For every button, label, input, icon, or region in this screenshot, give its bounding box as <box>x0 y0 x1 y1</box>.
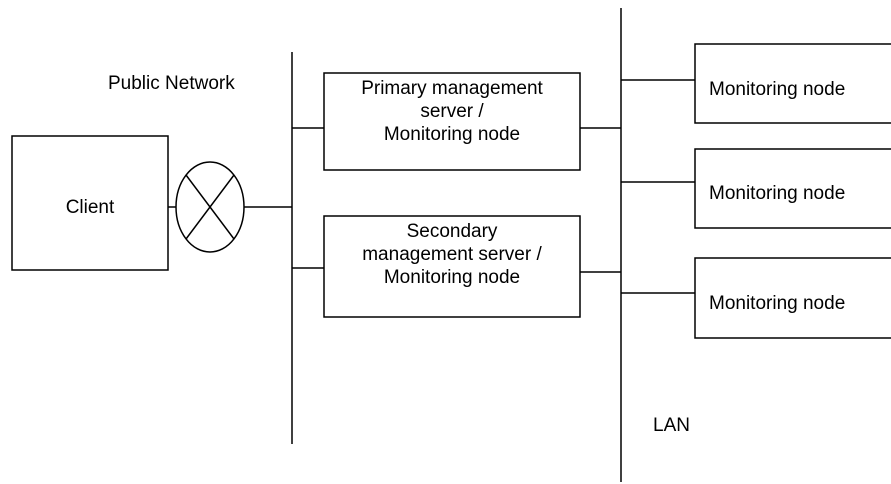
client-label: Client <box>65 197 115 218</box>
client-box <box>11 135 169 271</box>
monitoring-node-box-3 <box>694 257 891 339</box>
monitoring-node-box-1 <box>694 43 891 124</box>
monitoring-node-label-3: Monitoring node <box>709 293 846 314</box>
router-symbol <box>175 161 245 253</box>
primary-line-2: server / <box>420 101 484 122</box>
primary-server-label: Primary management server / Monitoring n… <box>324 77 580 146</box>
monitoring-node-label-2: Monitoring node <box>709 183 846 204</box>
monitoring-node-box-2 <box>694 148 891 229</box>
primary-line-3: Monitoring node <box>383 124 521 145</box>
secondary-server-label: Secondary management server / Monitoring… <box>324 220 580 289</box>
secondary-line-2: management server / <box>362 244 542 265</box>
secondary-line-1: Secondary <box>406 221 498 242</box>
lan-label: LAN <box>653 415 690 436</box>
primary-server-box <box>323 72 581 171</box>
monitoring-node-label-1: Monitoring node <box>709 79 846 100</box>
secondary-server-box <box>323 215 581 318</box>
public-network-label: Public Network <box>108 73 235 94</box>
primary-line-1: Primary management <box>361 78 543 99</box>
secondary-line-3: Monitoring node <box>383 267 521 288</box>
